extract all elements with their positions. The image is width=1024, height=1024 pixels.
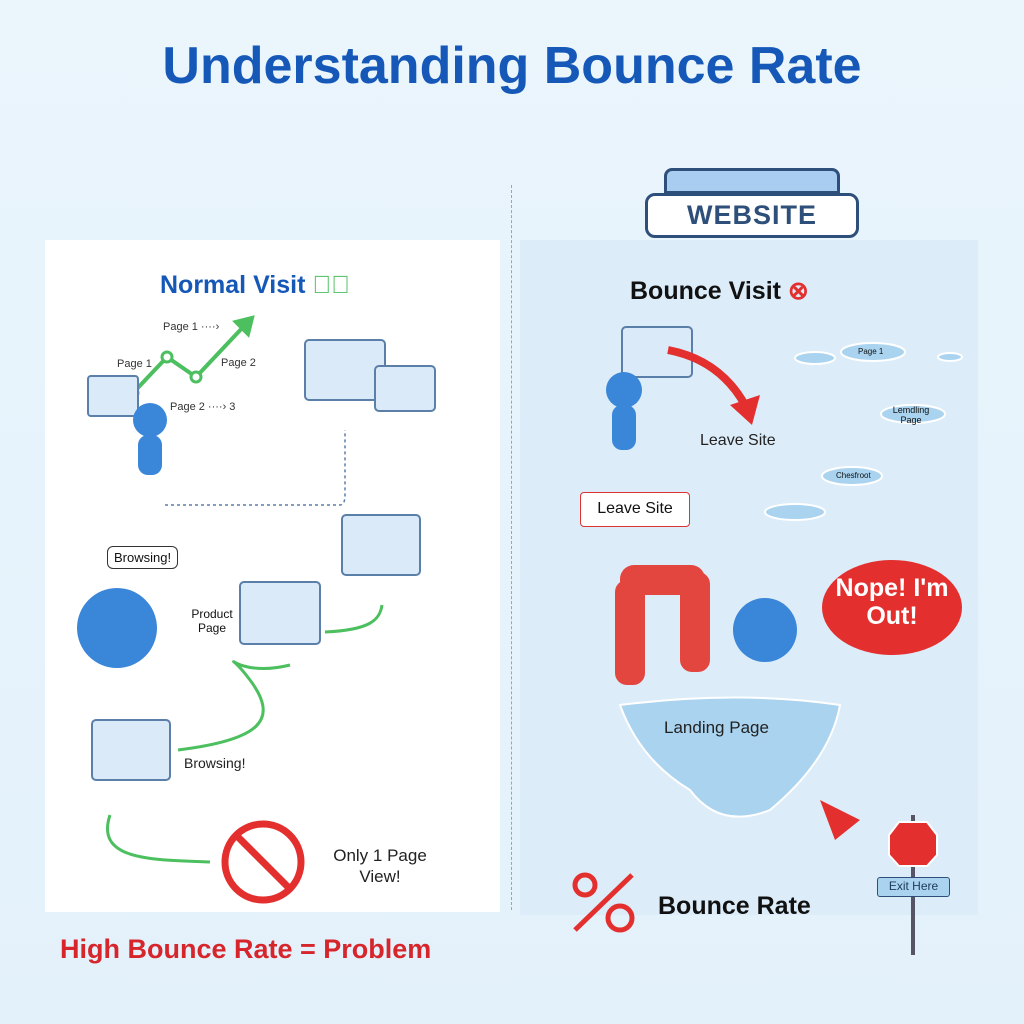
website-badge: WEBSITE: [645, 193, 859, 238]
label-browsing: Browsing!: [184, 755, 246, 771]
x-circle-icon: ⊗: [787, 277, 809, 305]
floating-islands: [618, 342, 963, 818]
label-page2: Page 2: [221, 357, 256, 369]
normal-visit-panel: [45, 240, 500, 912]
bounce-rate-label: Bounce Rate: [658, 892, 811, 920]
island-landing: Lemdling Page: [892, 405, 930, 425]
problem-footer: High Bounce Rate = Problem: [60, 934, 432, 964]
no-entry-icon: [221, 820, 305, 904]
heading-text: Normal Visit: [160, 271, 306, 299]
magnet: [615, 565, 710, 685]
character: [77, 372, 797, 668]
normal-visit-heading: Normal Visit ✓⃝: [160, 271, 350, 300]
label-landing-page: Landing Page: [664, 718, 769, 737]
label-page1: Page 1: [117, 358, 152, 370]
dashed-path: [165, 430, 346, 506]
nope-bubble: Nope! I'm Out!: [822, 560, 962, 655]
bounce-visit-heading: Bounce Visit ⊗: [630, 276, 809, 306]
speech-bubble: Browsing!: [107, 546, 179, 569]
page-title: Understanding Bounce Rate: [162, 37, 862, 95]
island-page1: Page 1: [858, 347, 884, 356]
label-page2-3: Page 2 ····› 3: [170, 401, 236, 413]
monitor-icon: [87, 326, 693, 781]
label-product-page: Product Page: [191, 607, 233, 635]
leave-site-box: Leave Site: [580, 492, 690, 527]
island-chesfroot: Chesfroot: [836, 471, 871, 480]
check-circle-icon: ✓⃝: [312, 271, 350, 299]
label-only-one-page: Only 1 Page View!: [333, 846, 427, 886]
exit-arrow: [820, 800, 860, 840]
percent-icon: [572, 872, 635, 933]
leave-arrow: [667, 346, 749, 407]
exit-sign: Exit Here: [877, 877, 950, 897]
path-arrows: [106, 604, 384, 864]
divider: [511, 185, 512, 910]
label-page1-top: Page 1 ····›: [163, 321, 220, 333]
stop-hand-icon: [888, 821, 938, 867]
website-badge-top: [664, 168, 840, 194]
label-leave-site: Leave Site: [700, 432, 776, 449]
heading-text: Bounce Visit: [630, 277, 781, 305]
